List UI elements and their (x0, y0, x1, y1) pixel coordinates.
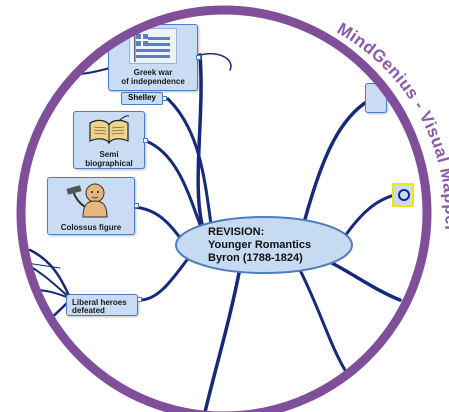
svg-text:MindGenius - Visual Mapper: MindGenius - Visual Mapper (334, 19, 449, 233)
brand-text: MindGenius - Visual Mapper (334, 19, 449, 233)
